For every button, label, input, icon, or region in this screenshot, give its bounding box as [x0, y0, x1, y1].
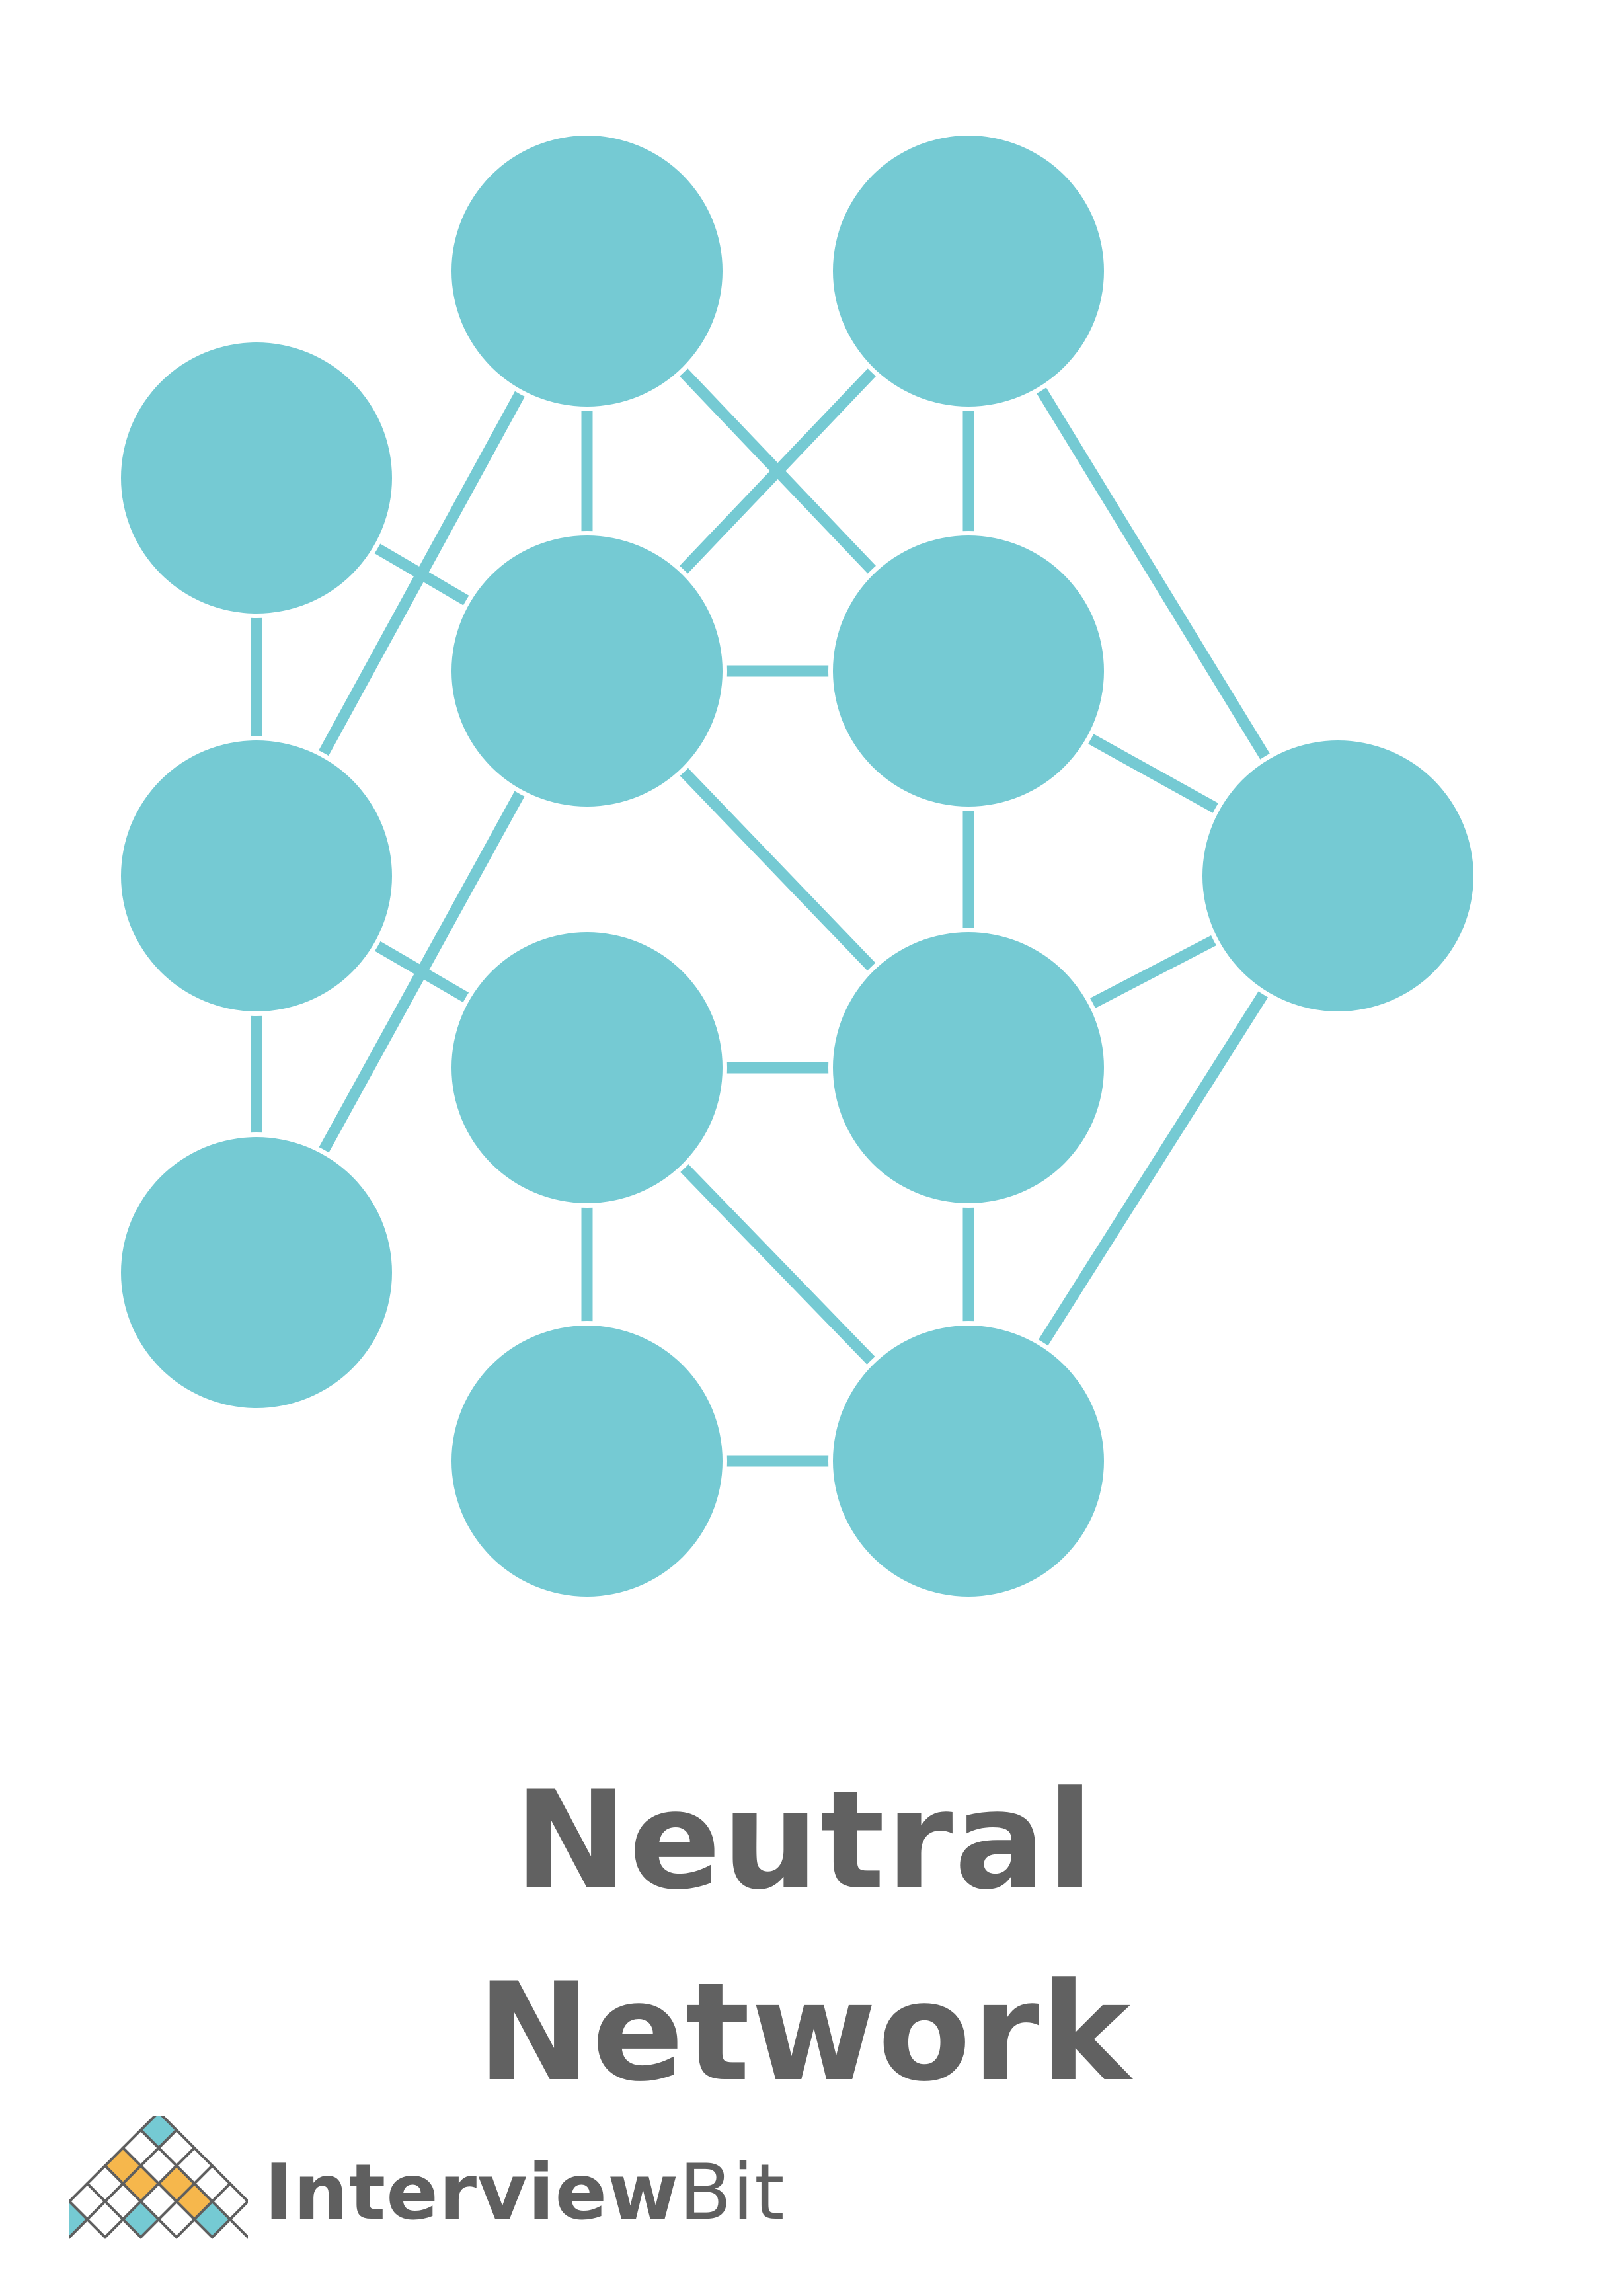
brand-name: InterviewBit	[264, 2150, 785, 2236]
node-n10	[121, 1137, 392, 1408]
node-n12	[451, 1326, 723, 1597]
edges-group	[251, 267, 1343, 1467]
brand-name-part2: Bit	[679, 2148, 785, 2237]
title-line-1: Neutral	[514, 1762, 1095, 1920]
logo-diamond	[157, 2199, 196, 2239]
logo-diamond	[121, 2199, 161, 2239]
brand-name-part1: Interview	[264, 2148, 680, 2237]
logo-diamond	[192, 2199, 232, 2239]
node-n7	[1202, 740, 1473, 1011]
logo-diamond	[69, 2199, 89, 2239]
node-n1	[451, 136, 723, 407]
neural-network-diagram	[116, 131, 1478, 1601]
title-line-2: Network	[477, 1954, 1132, 2112]
node-n13	[833, 1326, 1104, 1597]
logo-diamond	[85, 2199, 125, 2239]
node-n2	[833, 136, 1104, 407]
logo-diamond	[228, 2199, 248, 2239]
node-n6	[121, 740, 392, 1011]
page-title: Neutral Network	[0, 1745, 1609, 2129]
brand-logo-block: InterviewBit	[69, 2116, 785, 2274]
interviewbit-diamond-grid-icon	[69, 2116, 248, 2239]
node-n5	[833, 535, 1104, 807]
node-n3	[121, 342, 392, 614]
nodes-group	[116, 131, 1478, 1601]
node-n4	[451, 535, 723, 807]
node-n11	[451, 932, 723, 1203]
node-n9	[833, 932, 1104, 1203]
